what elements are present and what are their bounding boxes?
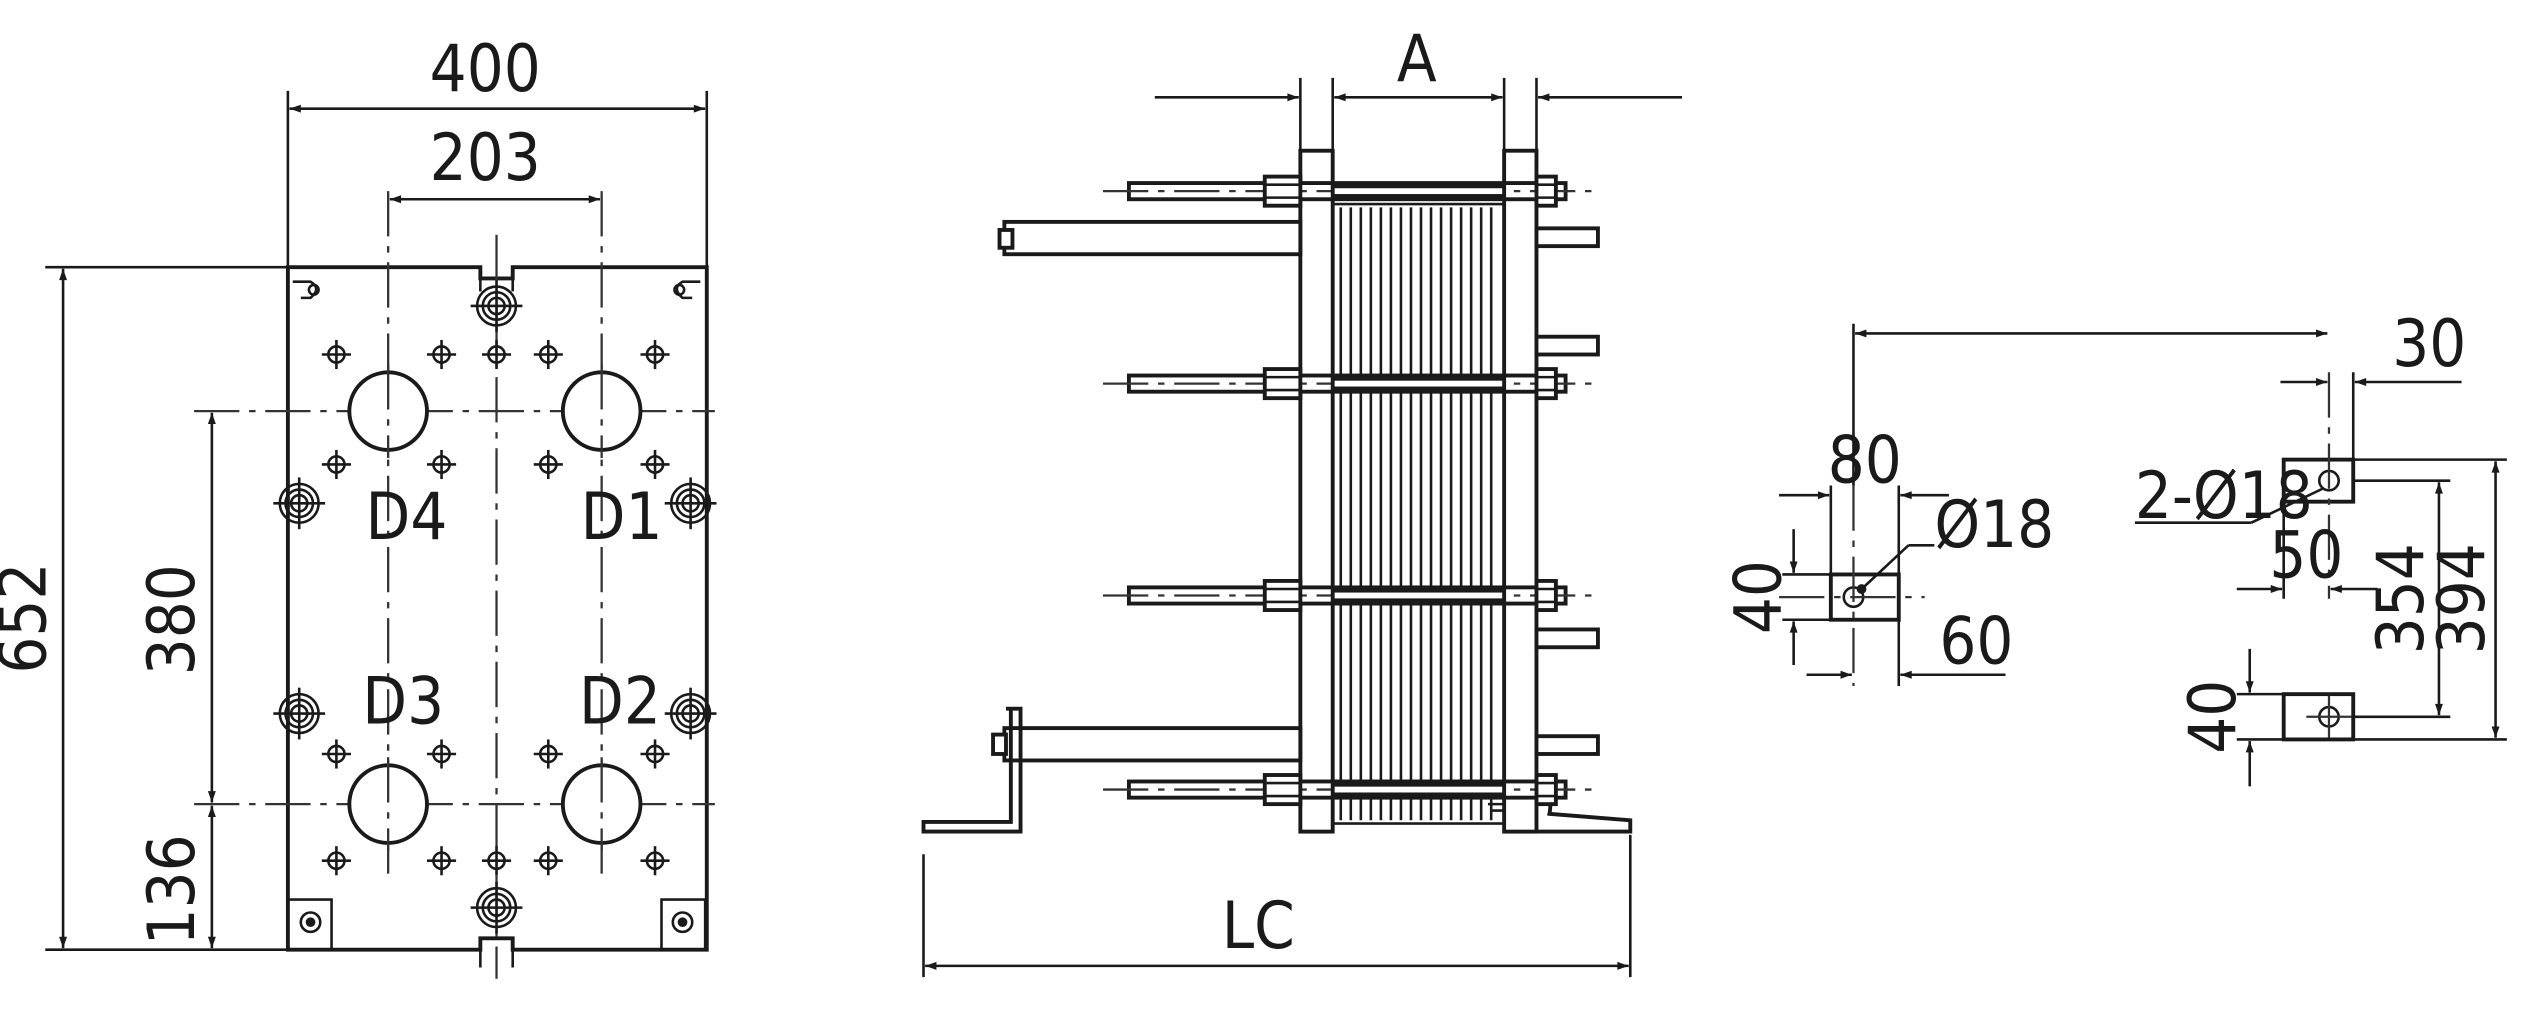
dim-port-vertical-380: 380 <box>135 564 210 675</box>
left-support-stand <box>921 706 1023 834</box>
port-label-d4: D4 <box>366 480 448 555</box>
bottom-slot <box>479 938 514 968</box>
top-slot <box>479 278 514 292</box>
dim-hole-offset-60: 60 <box>1939 604 2013 679</box>
fixed-frame-plate <box>1298 148 1335 834</box>
bracket-detail <box>1487 796 1505 812</box>
upper-guide-bar <box>1002 219 1303 257</box>
tightening-bolt <box>1103 174 1592 208</box>
foot-detail: Ø18 80 40 60 <box>1722 423 2054 687</box>
foot-holes-detail: 30 2-Ø18 50 354 394 40 <box>1852 307 2507 787</box>
foot-left <box>286 898 333 951</box>
hook-left <box>292 280 318 300</box>
pressure-plate <box>1502 148 1539 834</box>
upper-guide-bar-end <box>997 228 1015 250</box>
dim-offset-50: 50 <box>2269 519 2343 594</box>
dim-width-400: 400 <box>430 32 541 107</box>
front-view: D4 D1 D3 D2 400 203 652 380 136 <box>0 32 718 979</box>
lower-guide-bar <box>1002 726 1303 763</box>
tightening-bolt <box>1103 578 1592 612</box>
dim-bottom-height-40: 40 <box>2176 680 2251 754</box>
dim-overall-394: 394 <box>2425 543 2500 654</box>
tightening-bolt <box>1103 773 1592 807</box>
port-label-d1: D1 <box>581 480 663 555</box>
dim-port-spacing-203: 203 <box>430 121 541 196</box>
dim-overall-LC: LC <box>1222 889 1295 964</box>
port-label-d2: D2 <box>579 664 661 739</box>
connection-stubs <box>1534 226 1600 756</box>
dim-hole-spacing-354: 354 <box>2364 543 2439 654</box>
foot-left-hole-core <box>305 917 316 928</box>
dim-plate-pack-A: A <box>1397 22 1437 97</box>
lower-guide-bar-end <box>991 732 1008 756</box>
dim-foot-height-40: 40 <box>1722 560 1797 634</box>
side-view: A LC <box>921 22 1683 978</box>
dim-height-652: 652 <box>0 563 61 674</box>
plate-pack-outline <box>1331 202 1506 825</box>
plate-pack <box>1339 207 1493 821</box>
dim-bottom-136: 136 <box>135 834 210 945</box>
foot-left-hole <box>299 911 322 934</box>
dim-edge-30: 30 <box>2392 307 2466 382</box>
hook-left-hole <box>307 283 320 296</box>
dim-foot-width-80: 80 <box>1828 423 1902 498</box>
tightening-bolt <box>1103 367 1592 401</box>
port-label-d3: D3 <box>362 664 444 739</box>
foot-right <box>660 898 707 951</box>
hook-right-hole <box>673 283 686 296</box>
tie-bolts <box>272 278 718 935</box>
tightening-bolts <box>1103 174 1592 807</box>
foot-right-hole <box>671 911 694 934</box>
dim-hole-18: Ø18 <box>1934 488 2054 563</box>
foot-right-hole-core <box>677 917 688 928</box>
hook-right <box>675 280 701 300</box>
